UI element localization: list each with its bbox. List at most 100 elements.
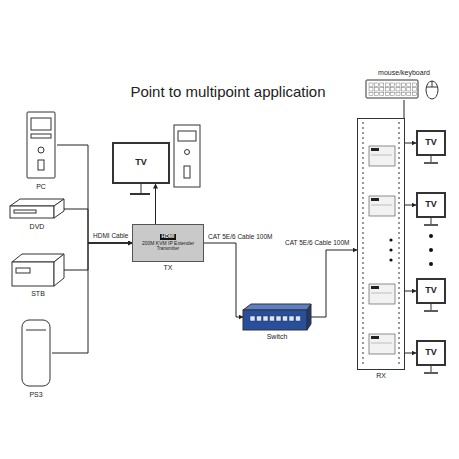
- node-label: PS3: [29, 391, 42, 399]
- dot: [429, 262, 433, 266]
- key: [385, 88, 389, 91]
- rack-rail: [399, 122, 400, 366]
- node-text: Transmitter: [157, 247, 180, 252]
- dvd-tray: [14, 210, 36, 213]
- key: [391, 83, 395, 86]
- tv-screen: TV: [112, 142, 170, 184]
- node-body: TV: [418, 132, 444, 154]
- pc-bay: [31, 118, 51, 130]
- key: [412, 92, 416, 95]
- dot: [389, 248, 392, 251]
- switch-port: [257, 316, 262, 321]
- tv-stand: [424, 310, 438, 312]
- node-text: TV: [425, 200, 437, 210]
- switch-side: [307, 304, 311, 330]
- connector: [311, 250, 357, 317]
- connector: [64, 209, 132, 243]
- tv-stand: [431, 218, 432, 224]
- pc-button: [38, 147, 44, 153]
- node-text: TV: [425, 286, 437, 296]
- key: [401, 88, 405, 91]
- tv-stand: [431, 156, 432, 162]
- tv-stand: [424, 224, 438, 226]
- switch-body: [243, 310, 307, 330]
- receiver-unit: [369, 196, 395, 216]
- key: [401, 83, 405, 86]
- dot: [429, 234, 433, 238]
- cable-label: HDMI Cable: [92, 232, 129, 239]
- node-label: PC: [36, 183, 46, 191]
- connector: [64, 243, 132, 270]
- node-label: RX: [376, 372, 386, 380]
- key: [380, 92, 384, 95]
- stb-display: [16, 268, 30, 273]
- connector: [52, 243, 132, 353]
- key: [369, 92, 373, 95]
- switch-top: [243, 304, 311, 310]
- node-text: 200M KVM IP Extender: [142, 241, 194, 247]
- receiver-unit: [369, 146, 395, 166]
- connector: [405, 353, 416, 354]
- key: [369, 83, 373, 86]
- tv-stand: [424, 162, 438, 164]
- key: [396, 92, 400, 95]
- tv-stand: [141, 184, 142, 193]
- network-switch: Switch: [243, 304, 311, 330]
- dvd-source: DVD: [10, 198, 64, 220]
- cable-label: CAT 5E/6 Cable 100M: [284, 239, 350, 246]
- dot: [389, 258, 392, 261]
- key: [401, 92, 405, 95]
- receiver-units: [369, 146, 395, 354]
- ps3-line: [26, 330, 46, 331]
- dot: [389, 238, 392, 241]
- keyboard-keys: [369, 83, 416, 96]
- mouse: [426, 81, 438, 99]
- key: [369, 88, 373, 91]
- key: [374, 83, 378, 86]
- key: [380, 83, 384, 86]
- node-body: [12, 253, 64, 287]
- transmitter-box: HDMI200M KVM IP ExtenderTransmitterTX: [132, 224, 204, 262]
- stb-front: [12, 262, 54, 286]
- key: [374, 88, 378, 91]
- connector: [204, 243, 243, 317]
- receiver-logo: [371, 198, 379, 201]
- key: [380, 88, 384, 91]
- node-body: [20, 318, 52, 388]
- switch-port: [296, 316, 301, 321]
- ps3-source: PS3: [20, 318, 52, 388]
- stb-source: STB: [12, 253, 64, 287]
- node-label: TX: [164, 264, 173, 272]
- key: [385, 92, 389, 95]
- switch-port: [250, 316, 255, 321]
- mouse-line: [432, 81, 433, 87]
- key: [407, 83, 411, 86]
- node-label: STB: [31, 290, 45, 298]
- switch-port: [289, 316, 294, 321]
- tv-screen: TV: [416, 130, 446, 156]
- key: [391, 92, 395, 95]
- cable-label: CAT 5E/6 Cable 100M: [207, 233, 273, 240]
- switch-ports: [250, 316, 301, 321]
- dvd-front: [10, 206, 54, 218]
- diagram-title: Point to multipoint application: [130, 84, 325, 101]
- pc-slot: [38, 160, 44, 170]
- stb-side: [54, 254, 64, 286]
- tv-screen: TV: [416, 278, 446, 304]
- node-body: TV: [418, 342, 444, 364]
- key: [396, 88, 400, 91]
- node-body: TV: [114, 144, 168, 182]
- key: [396, 83, 400, 86]
- receiver-logo: [371, 286, 379, 289]
- receiver-logo: [371, 148, 379, 151]
- key: [412, 88, 416, 91]
- more-dots: [389, 234, 433, 266]
- mouse-keyboard: mouse/keyboard: [366, 80, 442, 100]
- key: [407, 92, 411, 95]
- switch-port: [283, 316, 288, 321]
- node-label: Switch: [267, 333, 288, 341]
- receiver-line: [371, 205, 392, 206]
- ps3-console: [22, 320, 50, 386]
